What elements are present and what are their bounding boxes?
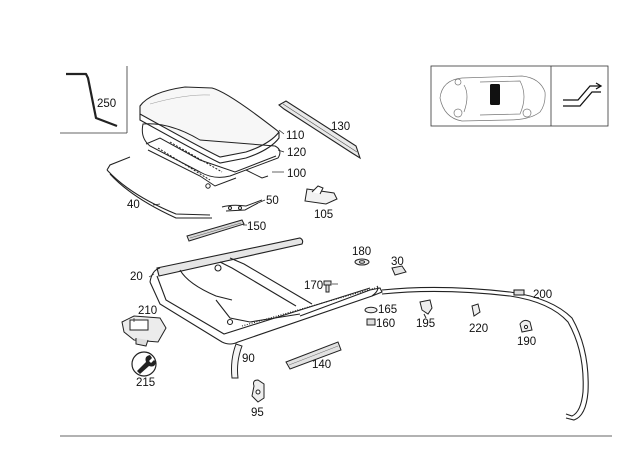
label-190: 190 <box>517 336 536 348</box>
label-140: 140 <box>312 359 331 371</box>
part-210-motor <box>121 315 167 347</box>
callout-labels: 250 130 110 120 100 40 50 105 150 180 30… <box>97 98 552 419</box>
leader-lines <box>133 129 338 322</box>
part-150-rear-seal <box>186 219 245 242</box>
label-215: 215 <box>136 377 155 389</box>
part-170-screw <box>323 280 332 293</box>
inset-part-250 <box>60 66 128 134</box>
part-215-wrench-icon <box>131 351 157 377</box>
part-140-trim <box>285 341 342 370</box>
part-190-grommet <box>519 319 533 333</box>
label-105: 105 <box>314 209 333 221</box>
label-160: 160 <box>376 318 395 330</box>
label-90: 90 <box>242 353 255 365</box>
label-95: 95 <box>251 407 264 419</box>
label-30: 30 <box>391 256 404 268</box>
label-195: 195 <box>416 318 435 330</box>
label-50: 50 <box>266 195 279 207</box>
label-110: 110 <box>286 130 304 142</box>
label-180: 180 <box>352 246 371 258</box>
part-195-clip <box>419 299 433 319</box>
label-200: 200 <box>533 289 552 301</box>
label-20: 20 <box>130 271 143 283</box>
part-105-bracket <box>304 185 338 205</box>
label-210: 210 <box>138 305 157 317</box>
part-110-glass-panel <box>139 86 280 164</box>
label-130: 130 <box>331 121 350 133</box>
part-30-clip <box>391 265 407 276</box>
label-100: 100 <box>287 168 306 180</box>
part-40-seal <box>106 156 212 219</box>
part-165-washer <box>364 306 378 314</box>
part-120-100-frame-mechanism <box>141 123 281 189</box>
label-165: 165 <box>378 304 397 316</box>
label-250: 250 <box>97 98 116 110</box>
part-50-cable <box>221 199 263 212</box>
label-120: 120 <box>287 147 306 159</box>
part-180-washer <box>354 258 370 266</box>
label-40: 40 <box>127 199 140 211</box>
label-150: 150 <box>247 221 266 233</box>
part-130-wind-deflector <box>278 100 362 160</box>
part-200-drain-hose <box>381 286 589 421</box>
part-160-nut <box>366 318 376 326</box>
label-170: 170 <box>304 280 323 292</box>
tilt-slide-symbol-icon <box>563 82 603 107</box>
sunroof-location-marker <box>490 84 500 105</box>
part-95-connector <box>251 379 265 403</box>
part-90-hose <box>231 343 243 379</box>
vehicle-location-inset <box>430 65 609 127</box>
part-220-clip <box>471 303 481 317</box>
part-20-main-frame <box>149 237 383 345</box>
label-220: 220 <box>469 323 488 335</box>
car-outline-icon <box>439 75 546 122</box>
